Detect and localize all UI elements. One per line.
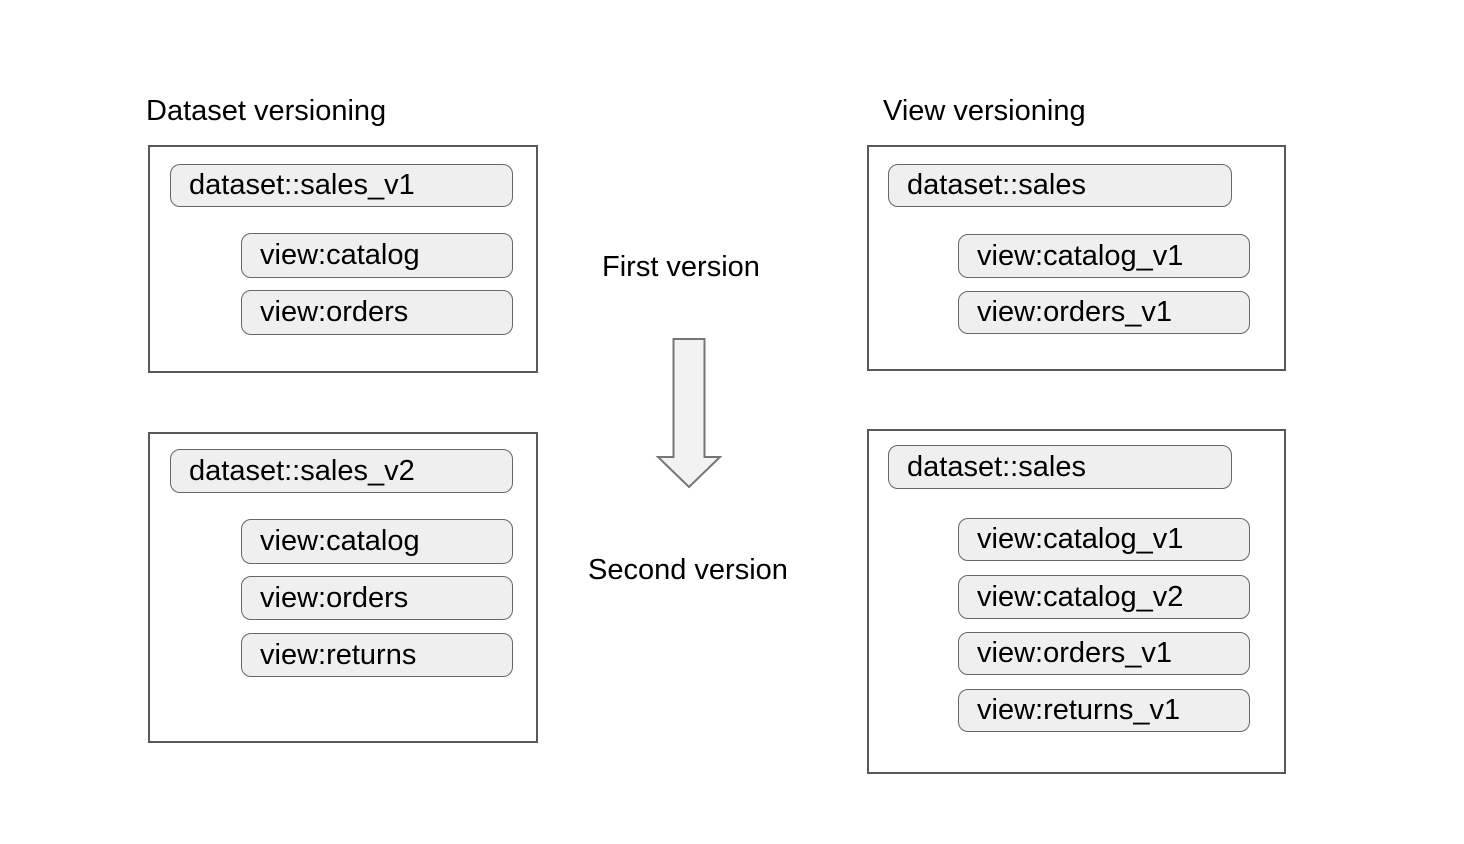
view-versioning-second-box: dataset::sales view:catalog_v1 view:cata… <box>867 429 1286 774</box>
view-versioning-first-box: dataset::sales view:catalog_v1 view:orde… <box>867 145 1286 371</box>
view-pill: view:orders_v1 <box>958 291 1250 334</box>
view-pill: view:orders <box>241 290 513 335</box>
view-pill: view:returns <box>241 633 513 677</box>
dataset-versioning-second-box: dataset::sales_v2 view:catalog view:orde… <box>148 432 538 743</box>
dataset-pill: dataset::sales_v2 <box>170 449 513 493</box>
dataset-pill: dataset::sales_v1 <box>170 164 513 207</box>
view-pill: view:catalog <box>241 233 513 278</box>
second-version-label: Second version <box>588 554 788 586</box>
dataset-pill: dataset::sales <box>888 164 1232 207</box>
dataset-versioning-first-box: dataset::sales_v1 view:catalog view:orde… <box>148 145 538 373</box>
down-arrow-icon <box>655 338 723 489</box>
view-pill: view:orders <box>241 576 513 620</box>
dataset-versioning-title: Dataset versioning <box>146 95 387 127</box>
view-pill: view:catalog <box>241 519 513 564</box>
view-pill: view:orders_v1 <box>958 632 1250 675</box>
view-pill: view:returns_v1 <box>958 689 1250 732</box>
view-pill: view:catalog_v1 <box>958 234 1250 278</box>
first-version-label: First version <box>602 251 760 283</box>
dataset-pill: dataset::sales <box>888 445 1232 489</box>
view-pill: view:catalog_v2 <box>958 575 1250 619</box>
view-versioning-title: View versioning <box>883 95 1086 127</box>
view-pill: view:catalog_v1 <box>958 518 1250 561</box>
